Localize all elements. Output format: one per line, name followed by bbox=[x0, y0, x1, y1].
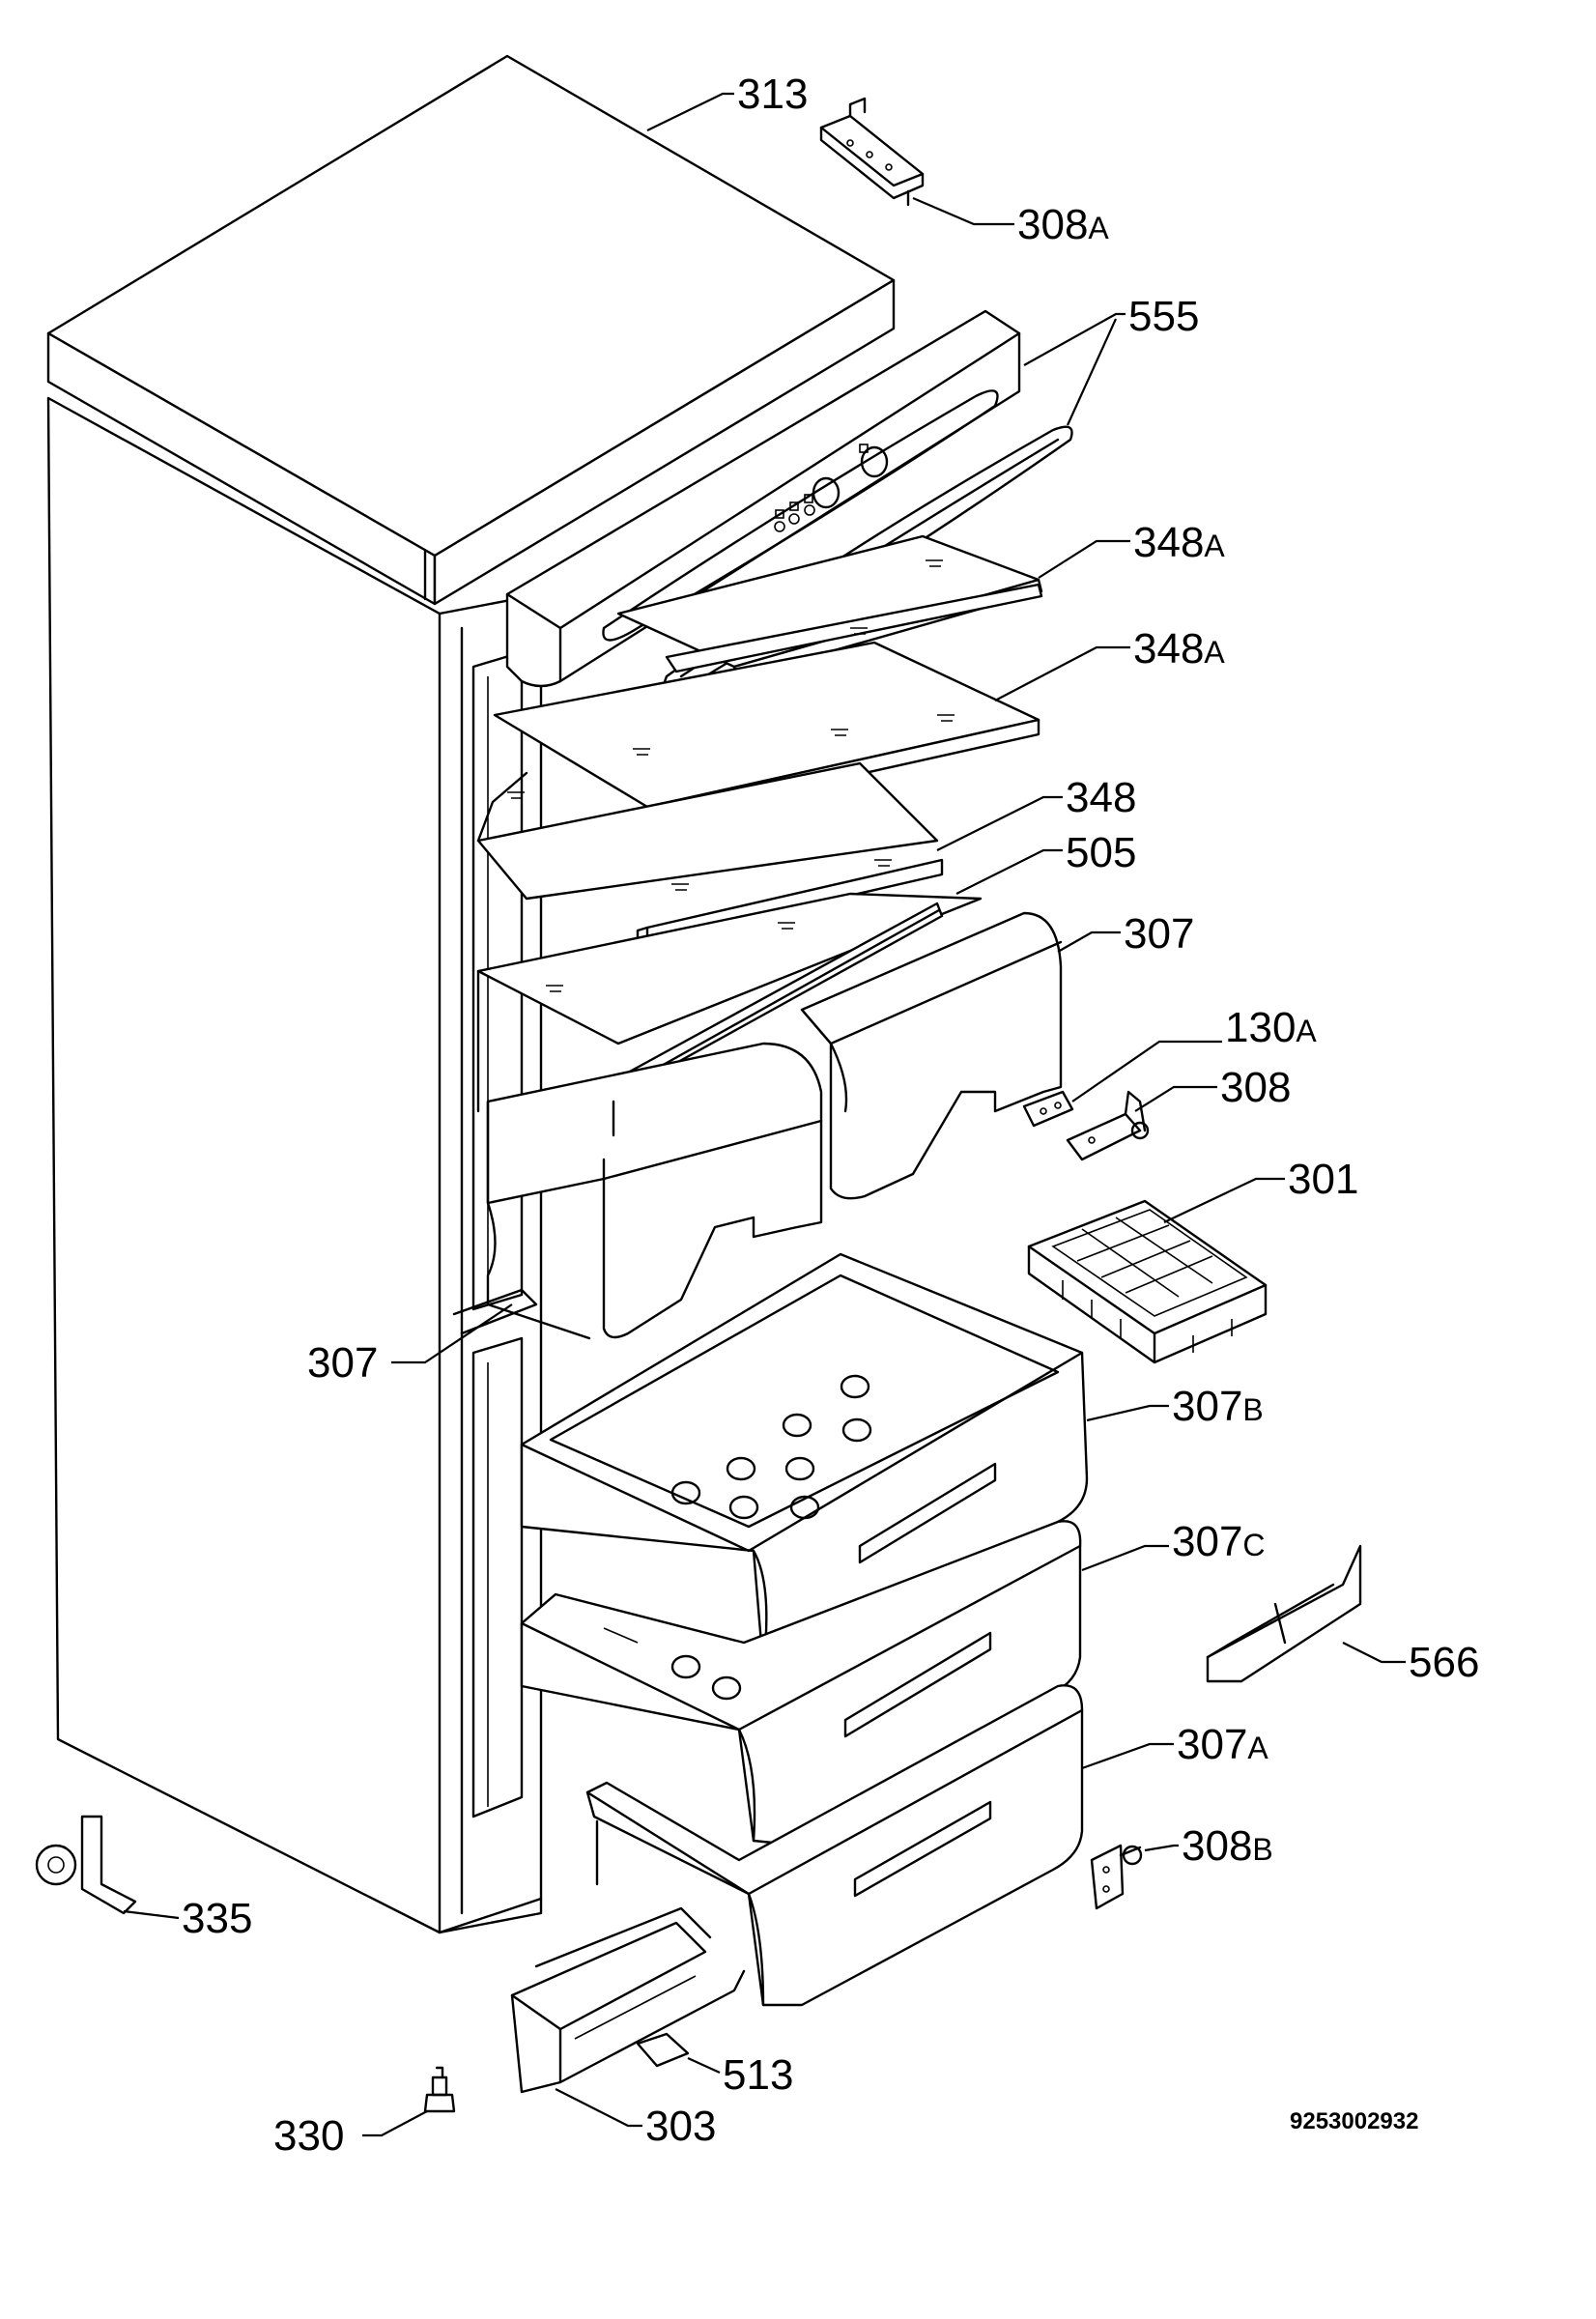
shelf-505 bbox=[476, 892, 983, 1113]
callout-307c: 307C bbox=[1172, 1518, 1266, 1565]
callout-307-upper: 307 bbox=[1124, 910, 1194, 958]
callout-330: 330 bbox=[273, 2112, 344, 2160]
callout-335: 335 bbox=[182, 1895, 252, 1942]
drawer-307-right bbox=[800, 911, 1063, 1200]
ice-scraper-566 bbox=[1206, 1544, 1362, 1683]
callout-566: 566 bbox=[1409, 1639, 1479, 1686]
kick-plate-303 bbox=[510, 1906, 746, 2094]
hinge-308a bbox=[819, 97, 925, 207]
callout-301: 301 bbox=[1288, 1156, 1358, 1203]
callout-307a: 307A bbox=[1177, 1721, 1268, 1768]
callout-348a-upper: 348A bbox=[1133, 519, 1225, 566]
callout-313: 313 bbox=[737, 71, 808, 118]
callout-307-left: 307 bbox=[307, 1339, 378, 1387]
callout-505: 505 bbox=[1066, 829, 1136, 876]
callout-303: 303 bbox=[645, 2103, 716, 2150]
leader-lines bbox=[123, 92, 1406, 2137]
callout-348a-lower: 348A bbox=[1133, 625, 1225, 673]
foot-330 bbox=[423, 2066, 456, 2113]
ice-cube-tray bbox=[1027, 1199, 1268, 1364]
drawer-307a bbox=[585, 1684, 1084, 2007]
cabinet-body bbox=[46, 396, 543, 1934]
hinge-308 bbox=[1066, 1090, 1150, 1161]
control-panel bbox=[505, 309, 1021, 688]
drawing-code: 9253002932 bbox=[1290, 2108, 1418, 2134]
callout-348: 348 bbox=[1066, 774, 1136, 821]
callout-308b: 308B bbox=[1182, 1822, 1273, 1870]
callout-308: 308 bbox=[1220, 1064, 1291, 1111]
callout-555: 555 bbox=[1128, 293, 1199, 340]
hinge-308b bbox=[1090, 1844, 1143, 1910]
callout-130a: 130A bbox=[1225, 1004, 1317, 1051]
bracket-130a bbox=[1022, 1090, 1074, 1128]
foot-513 bbox=[636, 2032, 690, 2068]
top-cover bbox=[46, 54, 896, 606]
hinge-335 bbox=[35, 1815, 137, 1915]
callout-307b: 307B bbox=[1172, 1383, 1264, 1430]
drawer-307-left bbox=[486, 1042, 823, 1340]
callout-308a: 308A bbox=[1017, 201, 1109, 248]
callout-513: 513 bbox=[723, 2051, 793, 2099]
